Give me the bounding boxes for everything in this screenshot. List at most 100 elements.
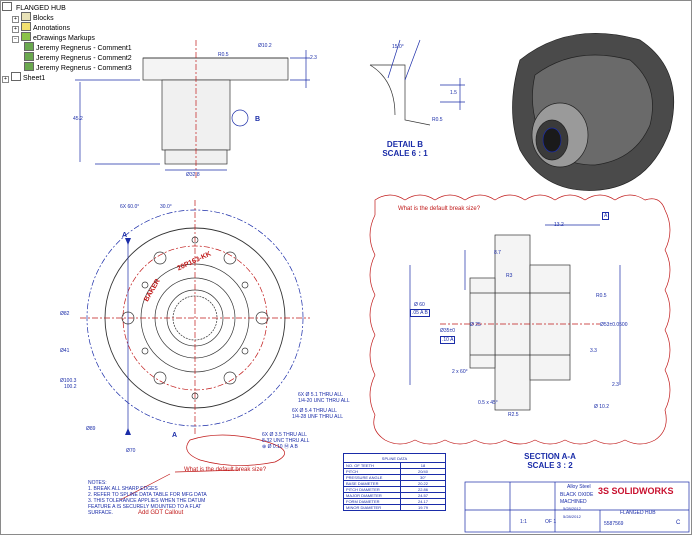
hole-callout-text: 8-32 UNC THRU ALL (262, 438, 310, 444)
dim-a150: 15.0° (392, 44, 404, 50)
markup-cloud (369, 194, 671, 445)
hole-callout-text: 1/4-20 UNC THRU ALL (298, 398, 350, 404)
dim-d82: Ø82 (60, 311, 70, 317)
dim-d1003: Ø100.3 (60, 378, 77, 384)
tree-item-label: Annotations (33, 25, 70, 32)
dim-chamfer05: 0.5 x 45° (478, 400, 498, 406)
expand-icon[interactable]: + (12, 26, 19, 33)
dim-d70: Ø70 (126, 448, 136, 454)
section-arrow-bottom (125, 428, 131, 435)
spline-table-title: SPLINE DATA (343, 453, 446, 463)
dim-v23-section: 2.3 (612, 382, 619, 388)
tb-date2: 5/28/2012 (563, 514, 581, 519)
datum-a: A (602, 212, 610, 220)
section-label-top: A (122, 232, 128, 239)
dim-v33: 3.3 (590, 348, 597, 354)
dim-h452: 45.2 (73, 116, 83, 122)
gdt-tol05: .05 A B (410, 309, 430, 317)
markup-comment-1[interactable]: What is the default break size? (398, 206, 481, 212)
tree-item-label: Blocks (33, 15, 54, 22)
dim-a300: 30.0° (160, 204, 172, 210)
collapse-icon[interactable]: − (12, 36, 19, 43)
hole-callout-1: 6X Ø 5.1 THRU ALL 1/4-20 UNC THRU ALL (298, 392, 350, 404)
tree-item-comment2[interactable]: Jeremy Regnerus - Comment2 (2, 52, 132, 62)
drawing-icon (2, 2, 12, 11)
tree-item-comment1[interactable]: Jeremy Regnerus - Comment1 (2, 42, 132, 52)
markup-comment-2[interactable]: What is the default break size? (184, 467, 267, 473)
dim-a600: 6X 60.0° (120, 204, 140, 210)
markup-comment-3[interactable]: Add GDT Callout (138, 510, 184, 516)
tb-machined: MACHINED (560, 499, 587, 505)
solidworks-mark: 3S (598, 486, 610, 496)
dim-d25: Ø 25 (470, 322, 481, 328)
annotation-icon (21, 22, 31, 31)
dim-d102-section: Ø 10.2 (594, 404, 610, 410)
table-cell: MINOR DIAMETER (343, 504, 401, 511)
expand-icon[interactable]: + (12, 16, 19, 23)
gdt-tol10: .10 A (440, 336, 456, 344)
top-view[interactable] (75, 40, 310, 180)
isometric-part[interactable] (512, 32, 675, 191)
note-line: FEATURE A IS SECURELY MOUNTED TO A FLAT (88, 504, 202, 510)
dim-v23: 2.3 (310, 55, 317, 61)
section-label-bottom: A (172, 432, 178, 439)
hole-callout-3: 6X Ø 3.5 THRU ALL 8-32 UNC THRU ALL ⊕ Ø … (262, 432, 309, 450)
tree-item-label: Sheet1 (23, 75, 46, 82)
tb-scale: 1:1 (520, 519, 527, 525)
tree-item-markups[interactable]: − eDrawings Markups (2, 32, 122, 43)
drawing-notes: NOTES: 1. BREAK ALL SHARP EDGES 2. REFER… (88, 480, 207, 516)
dim-v132: 13.2 (554, 222, 564, 228)
tree-root[interactable]: FLANGED HUB (2, 2, 122, 12)
dim-d328: Ø32.8 (186, 172, 200, 178)
tb-date1: 5/28/2012 (563, 506, 581, 511)
dim-d53: Ø53±0.0500 (600, 322, 628, 328)
table-cell: 19.79 (400, 504, 446, 511)
section-scale: SCALE 3 : 2 (527, 461, 573, 470)
hole-callout-text: 6X Ø 5.1 THRU ALL (298, 392, 343, 398)
comment-icon (24, 62, 34, 71)
solidworks-logo: 3S SOLIDWORKS (598, 486, 674, 496)
note-line: SURFACE. (88, 510, 114, 516)
tree-item-label: eDrawings Markups (33, 35, 95, 42)
hole-callout-text: 6X Ø 5.4 THRU ALL (292, 408, 337, 414)
note-line: 3. THIS TOLERANCE APPLIES WHEN THE DATUM (88, 498, 206, 504)
hole-callout-2: 6X Ø 5.4 THRU ALL 1/4-28 UNF THRU ALL (292, 408, 343, 420)
dim-r05: R0.5 (218, 52, 229, 58)
tb-sheet: OF 1 (545, 519, 557, 525)
section-a-a[interactable] (409, 224, 621, 411)
expand-icon[interactable]: + (2, 76, 9, 83)
detail-b-callout[interactable]: B (255, 116, 261, 123)
tb-part-no: 5587569 (604, 521, 624, 527)
front-view[interactable] (80, 200, 310, 435)
markup-gdt-circle (186, 434, 285, 466)
dim-d102: Ø10.2 (258, 43, 272, 49)
detail-b[interactable] (369, 39, 465, 126)
dim-d60: Ø 60 (414, 302, 425, 308)
note-line: 2. REFER TO SPLINE DATA TABLE FOR MFG DA… (88, 492, 207, 498)
section-title: SECTION A-A SCALE 3 : 2 (510, 452, 590, 470)
tree-item-sheet1[interactable]: + Sheet1 (2, 72, 122, 83)
tree-item-blocks[interactable]: + Blocks (2, 12, 122, 23)
tree-item-annotations[interactable]: + Annotations (2, 22, 122, 33)
dim-chamfer: 2 x 60° (452, 369, 468, 375)
tree-item-label: Jeremy Regnerus - Comment1 (36, 45, 132, 52)
title-block (464, 481, 690, 533)
tree-item-comment3[interactable]: Jeremy Regnerus - Comment3 (2, 62, 132, 72)
hole-callout-text: 1/4-28 UNF THRU ALL (292, 414, 344, 420)
detail-b-title: DETAIL B SCALE 6 : 1 (370, 140, 440, 158)
comment-icon (24, 52, 34, 61)
feature-tree: FLANGED HUB + Blocks + Annotations − eDrawi… (2, 2, 132, 83)
section-arrow-top (125, 238, 131, 245)
markup-folder-icon (21, 32, 31, 41)
tree-item-label: Jeremy Regnerus - Comment3 (36, 65, 132, 72)
hole-callout-text: 6X Ø 3.5 THRU ALL (262, 432, 307, 438)
tb-material: Alloy Steel (567, 484, 591, 490)
tb-part-name: FLANGED HUB (620, 510, 656, 516)
dim-d1002: 100.2 (64, 384, 77, 390)
tb-finish: BLACK OXIDE (560, 492, 594, 498)
note-line: 1. BREAK ALL SHARP EDGES (88, 486, 158, 492)
note-line: NOTES: (88, 480, 107, 486)
